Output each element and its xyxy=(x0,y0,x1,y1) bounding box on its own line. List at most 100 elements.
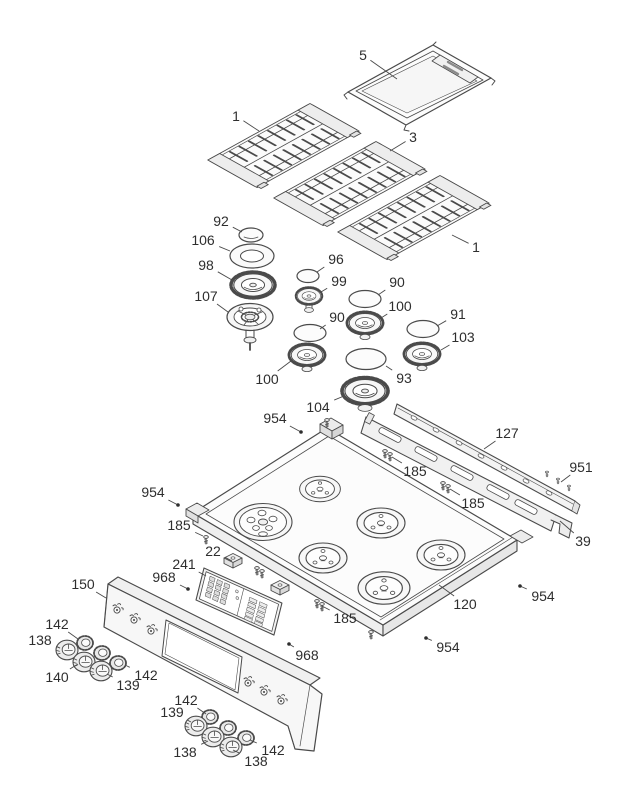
callout-dot xyxy=(518,584,522,588)
callout-dot xyxy=(424,636,428,640)
part-callout-5-0: 5 xyxy=(359,47,367,63)
callout-leader xyxy=(197,707,207,715)
callout-leader xyxy=(243,120,260,132)
part-callout-99-9: 99 xyxy=(331,273,347,289)
callout-leader xyxy=(440,344,450,351)
part-callout-185-21: 185 xyxy=(403,463,427,479)
burner-ring-106 xyxy=(229,243,275,269)
callout-dot xyxy=(176,503,180,507)
part-callout-138-43: 138 xyxy=(244,753,268,769)
rear-rail-127 xyxy=(393,403,581,515)
part-callout-103-15: 103 xyxy=(451,329,475,345)
callout-leader xyxy=(451,234,469,244)
part-callout-954-18: 954 xyxy=(263,410,287,426)
burner-cap-91 xyxy=(406,319,440,339)
part-callout-96-8: 96 xyxy=(328,251,344,267)
callout-leader xyxy=(449,488,461,496)
part-callout-185-25: 185 xyxy=(167,517,191,533)
callout-leader xyxy=(436,320,447,327)
callout-leader xyxy=(289,425,302,433)
part-callout-954-24: 954 xyxy=(141,484,165,500)
callout-leader xyxy=(186,719,192,723)
part-callout-22-26: 22 xyxy=(205,543,221,559)
knob-139 xyxy=(89,660,113,682)
part-callout-954-34: 954 xyxy=(436,639,460,655)
callout-leader xyxy=(316,266,325,273)
callout-leader xyxy=(198,571,207,577)
part-callout-138-42: 138 xyxy=(173,744,197,760)
callout-leader xyxy=(334,395,345,401)
callout-leader xyxy=(168,499,179,506)
part-callout-100-11: 100 xyxy=(388,298,412,314)
callout-leader xyxy=(321,605,330,611)
part-callout-954-30: 954 xyxy=(531,588,555,604)
part-callout-142-40: 142 xyxy=(174,692,198,708)
callout-leader xyxy=(389,141,406,152)
bracket-22-a xyxy=(223,552,243,569)
part-callout-39-23: 39 xyxy=(575,533,591,549)
part-callout-127-19: 127 xyxy=(495,425,519,441)
part-callout-106-5: 106 xyxy=(191,232,215,248)
bezel-142 xyxy=(76,635,94,651)
callout-leader xyxy=(201,740,209,745)
callout-leader xyxy=(217,271,233,281)
callout-leader xyxy=(380,313,388,319)
callout-leader xyxy=(277,360,292,372)
callout-leader xyxy=(232,749,240,754)
part-callout-139-38: 139 xyxy=(116,677,140,693)
burner-head-103 xyxy=(402,341,442,371)
burner-head-99 xyxy=(294,286,324,313)
callout-leader xyxy=(385,365,393,371)
callout-leader xyxy=(195,531,204,537)
callout-leader xyxy=(320,287,328,293)
callout-leader xyxy=(391,456,403,464)
callout-leader xyxy=(232,226,243,233)
burner-cap-90-a xyxy=(348,289,382,309)
part-callout-120-31: 120 xyxy=(453,596,477,612)
part-callout-100-13: 100 xyxy=(255,371,279,387)
callout-dot xyxy=(287,642,291,646)
part-callout-107-7: 107 xyxy=(194,288,218,304)
part-callout-3-2: 3 xyxy=(409,129,417,145)
part-callout-90-12: 90 xyxy=(329,309,345,325)
part-callout-98-6: 98 xyxy=(198,257,214,273)
burner-head-104 xyxy=(340,375,390,412)
callout-leader xyxy=(216,303,229,313)
part-callout-92-4: 92 xyxy=(213,213,229,229)
burner-head-100-b xyxy=(287,342,327,372)
callout-leader xyxy=(560,474,571,483)
part-callout-142-44: 142 xyxy=(261,742,285,758)
callout-leader xyxy=(319,324,326,330)
burner-head-98 xyxy=(229,270,277,300)
bezel-142 xyxy=(93,645,111,661)
callout-leader xyxy=(67,631,79,640)
callout-leader xyxy=(56,646,61,649)
burner-cap-92 xyxy=(238,227,264,243)
bracket-22-b xyxy=(270,579,290,596)
part-callout-90-10: 90 xyxy=(389,274,405,290)
part-callout-140-37: 140 xyxy=(45,669,69,685)
callout-leader xyxy=(438,584,455,597)
part-callout-150-29: 150 xyxy=(71,576,95,592)
part-callout-185-32: 185 xyxy=(333,610,357,626)
maintop-120 xyxy=(185,417,534,637)
callout-leader xyxy=(69,663,79,670)
part-callout-91-14: 91 xyxy=(450,306,466,322)
slotted-rail-39 xyxy=(360,412,573,539)
part-callout-142-35: 142 xyxy=(45,616,69,632)
burner-cap-90-b xyxy=(293,323,327,343)
part-callout-968-33: 968 xyxy=(295,647,319,663)
center-burner-ring xyxy=(233,502,293,542)
callout-leader xyxy=(483,440,496,450)
callout-leader xyxy=(124,664,130,668)
part-callout-968-28: 968 xyxy=(152,569,176,585)
knob-138 xyxy=(219,736,243,758)
part-callout-241-27: 241 xyxy=(172,556,196,572)
callout-leader xyxy=(249,739,257,744)
burner-cap-96 xyxy=(296,268,320,284)
callout-leader xyxy=(370,59,398,80)
part-callout-1-3: 1 xyxy=(472,239,480,255)
control-panel-150 xyxy=(103,576,323,752)
